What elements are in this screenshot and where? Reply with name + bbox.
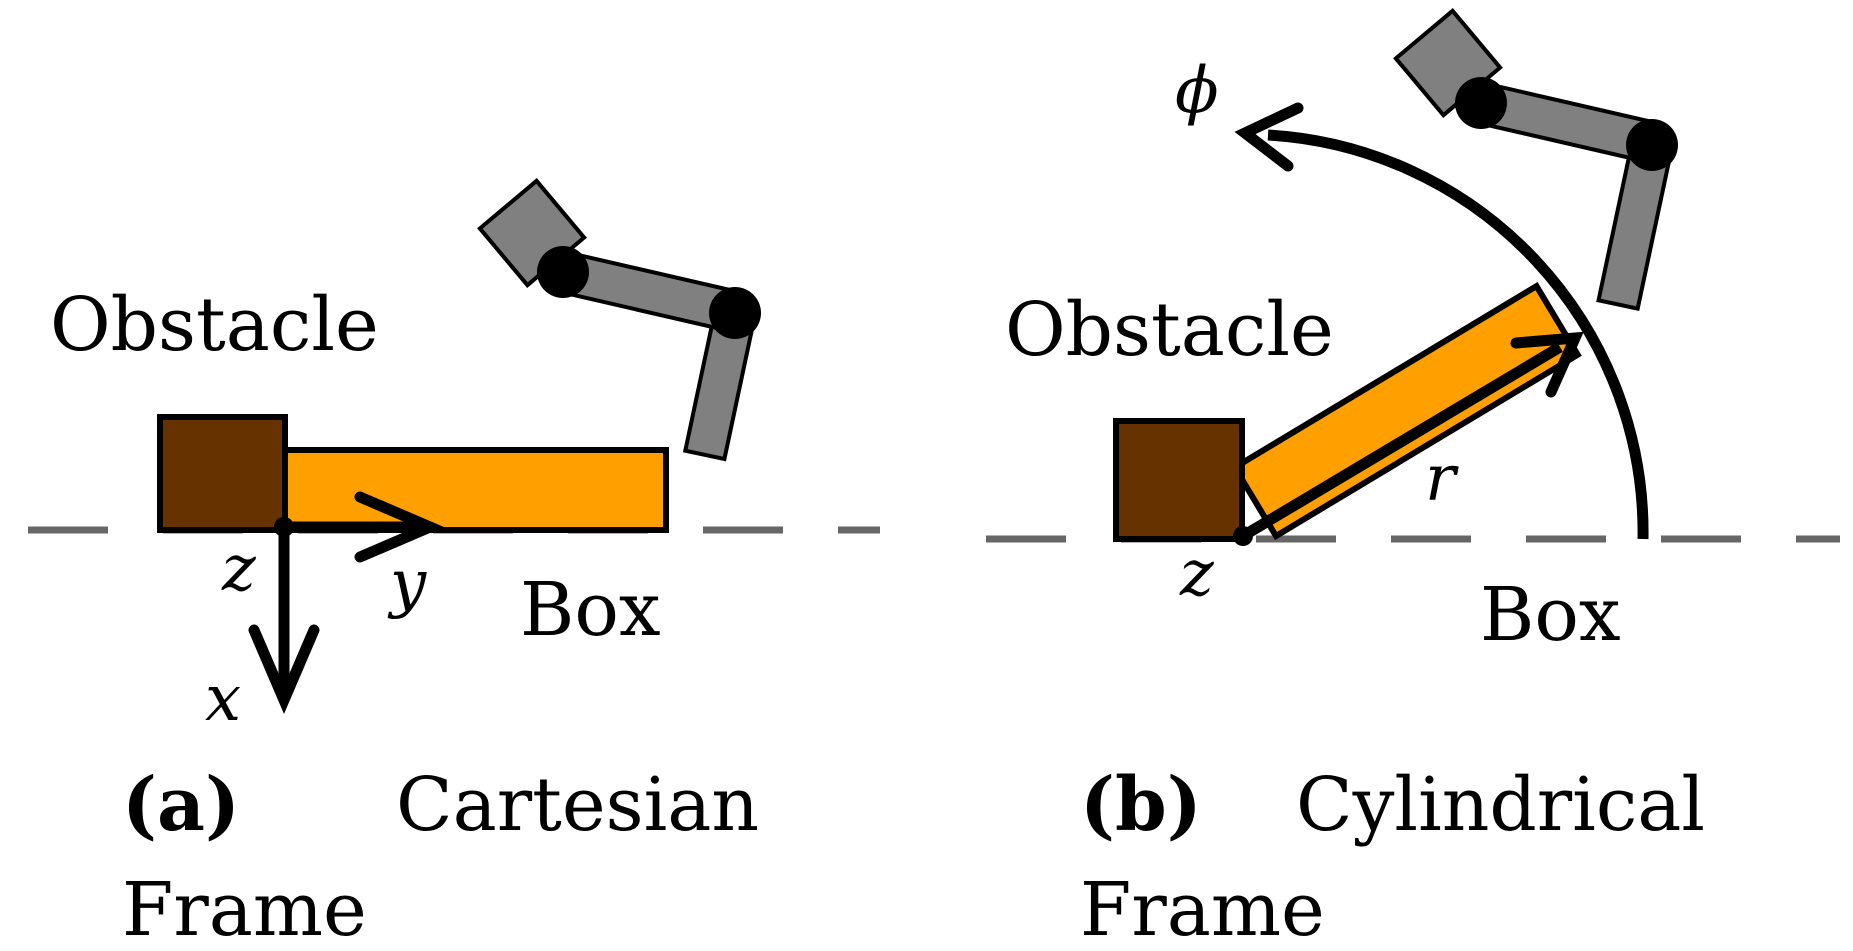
obstacle-a bbox=[157, 414, 288, 533]
r-axis-line-b bbox=[1240, 342, 1563, 541]
caption-title-a: Cartesian bbox=[396, 762, 759, 848]
panel-a: Obstacle Box z y x (a) Cartesian Frame bbox=[28, 178, 880, 951]
obstacle-label-a: Obstacle bbox=[50, 282, 379, 368]
obstacle-b bbox=[1113, 418, 1245, 542]
robot-arm-a bbox=[477, 178, 761, 462]
caption-tag-b: (b) bbox=[1080, 762, 1202, 848]
r-label-b: r bbox=[1425, 442, 1459, 516]
z-label-a: z bbox=[221, 532, 257, 606]
panel-b: Obstacle Box z r ϕ (b) Cylindrical Frame bbox=[986, 8, 1840, 951]
box-b bbox=[1230, 282, 1582, 541]
caption-title-b: Cylindrical bbox=[1296, 762, 1705, 848]
z-label-b: z bbox=[1179, 537, 1215, 611]
phi-arrowhead-b bbox=[1234, 102, 1304, 172]
box-label-b: Box bbox=[1480, 572, 1621, 658]
phi-label-b: ϕ bbox=[1175, 54, 1219, 128]
box-a bbox=[281, 447, 669, 533]
y-label-a: y bbox=[387, 547, 427, 621]
r-axis-b bbox=[1233, 331, 1584, 546]
robot-joint-lower-a bbox=[709, 287, 761, 339]
robot-joint-upper-a bbox=[537, 246, 589, 298]
obstacle-label-b: Obstacle bbox=[1005, 287, 1334, 373]
x-label-a: x bbox=[205, 662, 241, 736]
robot-arm-b bbox=[1393, 8, 1678, 311]
r-arrowhead-b bbox=[1510, 331, 1584, 398]
phi-arc-b bbox=[1267, 129, 1649, 540]
x-arrowhead-a bbox=[248, 624, 320, 714]
axes-a bbox=[248, 491, 444, 714]
caption-tag-a: (a) bbox=[122, 762, 240, 848]
y-arrowhead-a bbox=[354, 491, 444, 563]
caption-line2-a: Frame bbox=[122, 867, 367, 951]
robot-joint-lower-b bbox=[1626, 119, 1678, 171]
box-label-a: Box bbox=[520, 567, 661, 653]
robot-joint-upper-b bbox=[1455, 77, 1507, 129]
caption-line2-b: Frame bbox=[1080, 867, 1325, 951]
